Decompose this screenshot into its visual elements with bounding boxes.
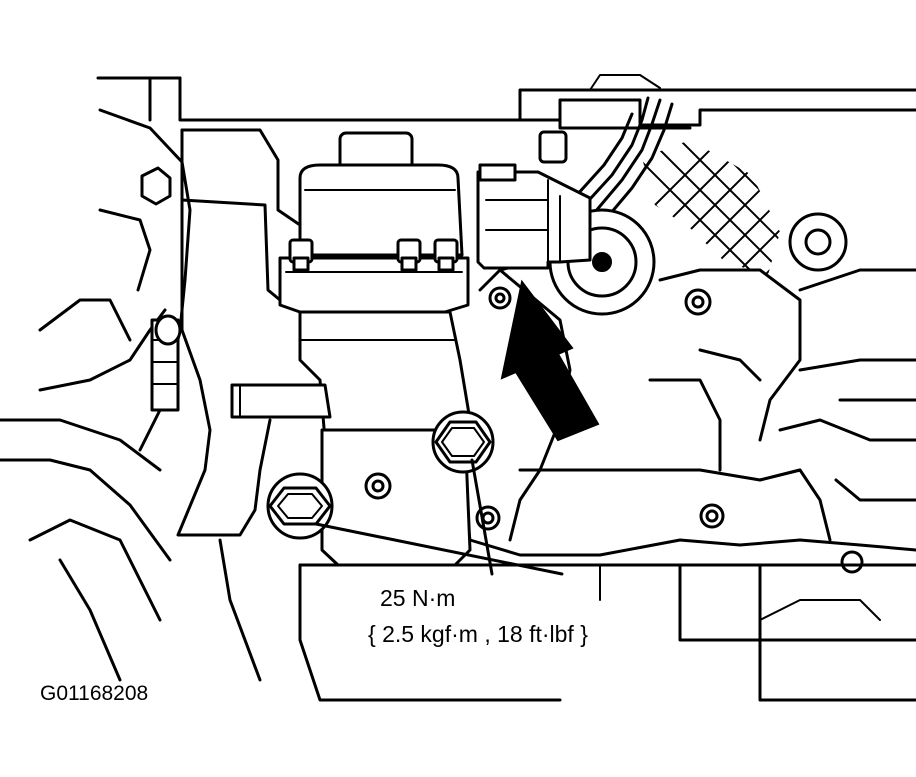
torque-leader-lines [314,458,564,576]
torque-conversions: { 2.5 kgf·m , 18 ft·lbf } [368,621,588,647]
engine-block [0,74,916,702]
pointer-arrow [500,279,600,442]
flange-bolt-left [288,238,314,272]
egr-valve [230,131,472,567]
wire-harness [574,96,674,228]
mounting-bolt-right [431,410,495,474]
flange-bolt-right [433,238,459,272]
mounting-bolt-left [266,472,334,540]
flange-bolt-center [396,238,422,272]
electrical-connector [476,163,592,270]
torque-value: 25 N·m [380,585,455,611]
figure-code: G01168208 [40,682,148,705]
